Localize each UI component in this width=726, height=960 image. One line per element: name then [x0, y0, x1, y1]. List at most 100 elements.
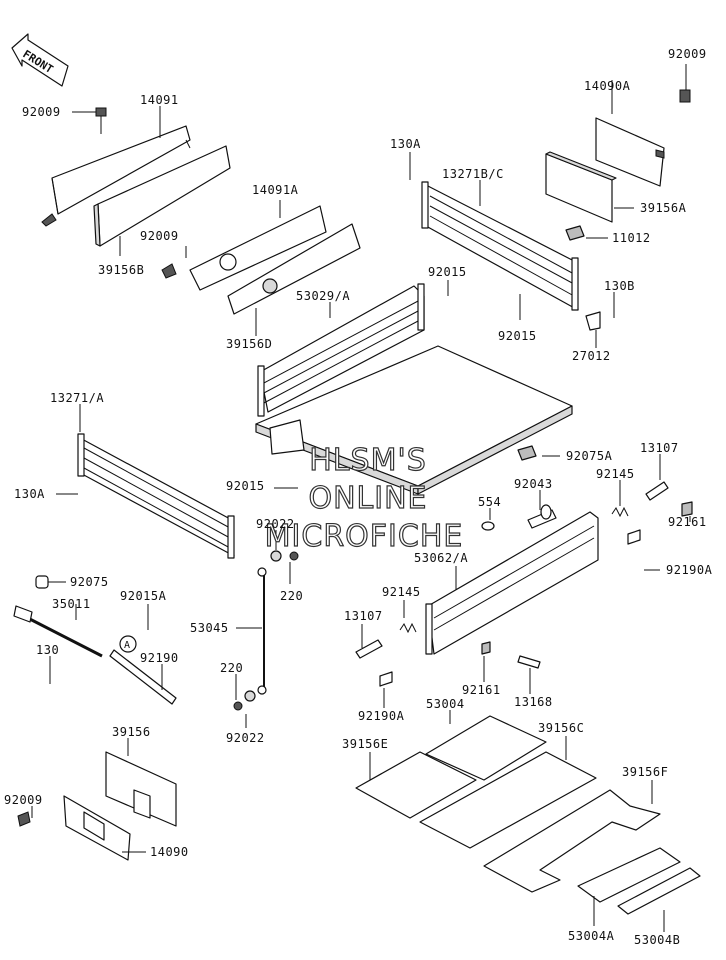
spring-92145-right [611, 506, 629, 518]
cap-92190A-left [379, 671, 393, 687]
ref-circle-A [119, 635, 137, 653]
part-label: 92075 [70, 575, 109, 589]
part-label: 130A [390, 137, 421, 151]
insulator-39156A [545, 151, 617, 223]
pin-13107-left [355, 639, 383, 659]
part-label: 92190A [666, 563, 713, 577]
part-label: 14091A [252, 183, 299, 197]
part-label: 11012 [612, 231, 651, 245]
front-gate-53029A [257, 283, 425, 417]
mat-53004A [577, 847, 681, 903]
cap-92161-left [481, 641, 491, 655]
part-label: 92015 [226, 479, 265, 493]
part-label: 92022 [256, 517, 295, 531]
part-label: 13168 [514, 695, 553, 709]
part-label: 92190A [358, 709, 405, 723]
part-label: 39156A [640, 201, 687, 215]
part-label: 39156E [342, 737, 388, 751]
part-label: 130B [604, 279, 635, 293]
panel-14090A [595, 117, 665, 187]
part-label: 53062/A [414, 551, 468, 565]
part-labels: 92009 14091 39156B 14091A 92009 39156D 5… [4, 47, 713, 947]
spring-92145-left [399, 622, 417, 634]
nut-220-top [289, 551, 299, 561]
part-label: 92015A [120, 589, 167, 603]
part-label: 53004 [426, 697, 465, 711]
tailgate-53062A [425, 511, 599, 655]
cap-92190A-right [627, 529, 641, 545]
front-arrow-icon: FRONT [11, 33, 69, 87]
part-label: A [124, 640, 131, 651]
cap-92161-right [681, 501, 693, 517]
cargo-bed-floor [255, 345, 573, 495]
nut-220-bottom [233, 701, 243, 711]
clip-92075 [35, 575, 49, 589]
insulator-39156D [227, 223, 361, 315]
part-label: 13271B/C [442, 167, 504, 181]
part-label: 92009 [668, 47, 707, 61]
part-label: 92009 [22, 105, 61, 119]
part-label: 53029/A [296, 289, 350, 303]
part-label: 13107 [640, 441, 679, 455]
side-wall-13271BC [421, 181, 579, 311]
part-label: 92145 [382, 585, 421, 599]
screw-92009-right [679, 89, 691, 103]
rod-92190 [109, 649, 177, 705]
rod-35011 [13, 605, 103, 658]
part-label: 53004A [568, 929, 615, 943]
part-label: 92043 [514, 477, 553, 491]
part-label: 130 [36, 643, 59, 657]
part-label: 35011 [52, 597, 91, 611]
part-label: 13271/A [50, 391, 104, 405]
panel-14090 [63, 795, 131, 861]
part-label: 92009 [140, 229, 179, 243]
insulator-39156E [355, 751, 477, 819]
watermark-line-1: HLSM'S [309, 443, 427, 478]
washer-92022-top [270, 550, 282, 562]
part-label: 92161 [462, 683, 501, 697]
part-label: 39156C [538, 721, 584, 735]
part-label: 92190 [140, 651, 179, 665]
watermark-line-2: ONLINE [308, 481, 427, 516]
insulator-39156 [105, 751, 177, 827]
cable-53045 [257, 567, 267, 695]
cap-11012 [565, 225, 585, 241]
part-label: 39156B [98, 263, 144, 277]
side-wall-13271A [77, 433, 235, 559]
insulator-39156C [419, 751, 597, 849]
washer-92022-bottom [244, 690, 256, 702]
collar-92043 [527, 504, 557, 529]
bracket-27012 [585, 311, 601, 331]
part-label: 53004B [634, 933, 680, 947]
part-label: 92015 [428, 265, 467, 279]
side-panel-14091 [41, 125, 191, 227]
watermark: HLSM'S ONLINE MICROFICHE [264, 442, 464, 554]
screw-92009-bottom [17, 811, 31, 827]
part-label: 220 [280, 589, 303, 603]
leader-lines [31, 64, 691, 932]
part-label: 92022 [226, 731, 265, 745]
part-label: 39156D [226, 337, 272, 351]
part-label: 14090A [584, 79, 631, 93]
part-label: 130A [14, 487, 45, 501]
mat-53004B [617, 867, 701, 915]
part-label: 92015 [498, 329, 537, 343]
part-label: 14091 [140, 93, 179, 107]
part-label: 13107 [344, 609, 383, 623]
mat-53004 [425, 715, 547, 781]
part-label: 53045 [190, 621, 229, 635]
part-label: 39156 [112, 725, 151, 739]
part-label: 220 [220, 661, 243, 675]
part-label: 14090 [150, 845, 189, 859]
part-label: 554 [478, 495, 501, 509]
part-label: 27012 [572, 349, 611, 363]
part-label: 92009 [4, 793, 43, 807]
pin-554 [481, 521, 495, 531]
part-label: 39156F [622, 765, 668, 779]
watermark-line-3: MICROFICHE [265, 519, 464, 554]
part-label: 92161 [668, 515, 707, 529]
pin-13107-right [645, 481, 669, 501]
bolt-13168 [517, 655, 541, 669]
insulator-39156B [93, 145, 231, 247]
